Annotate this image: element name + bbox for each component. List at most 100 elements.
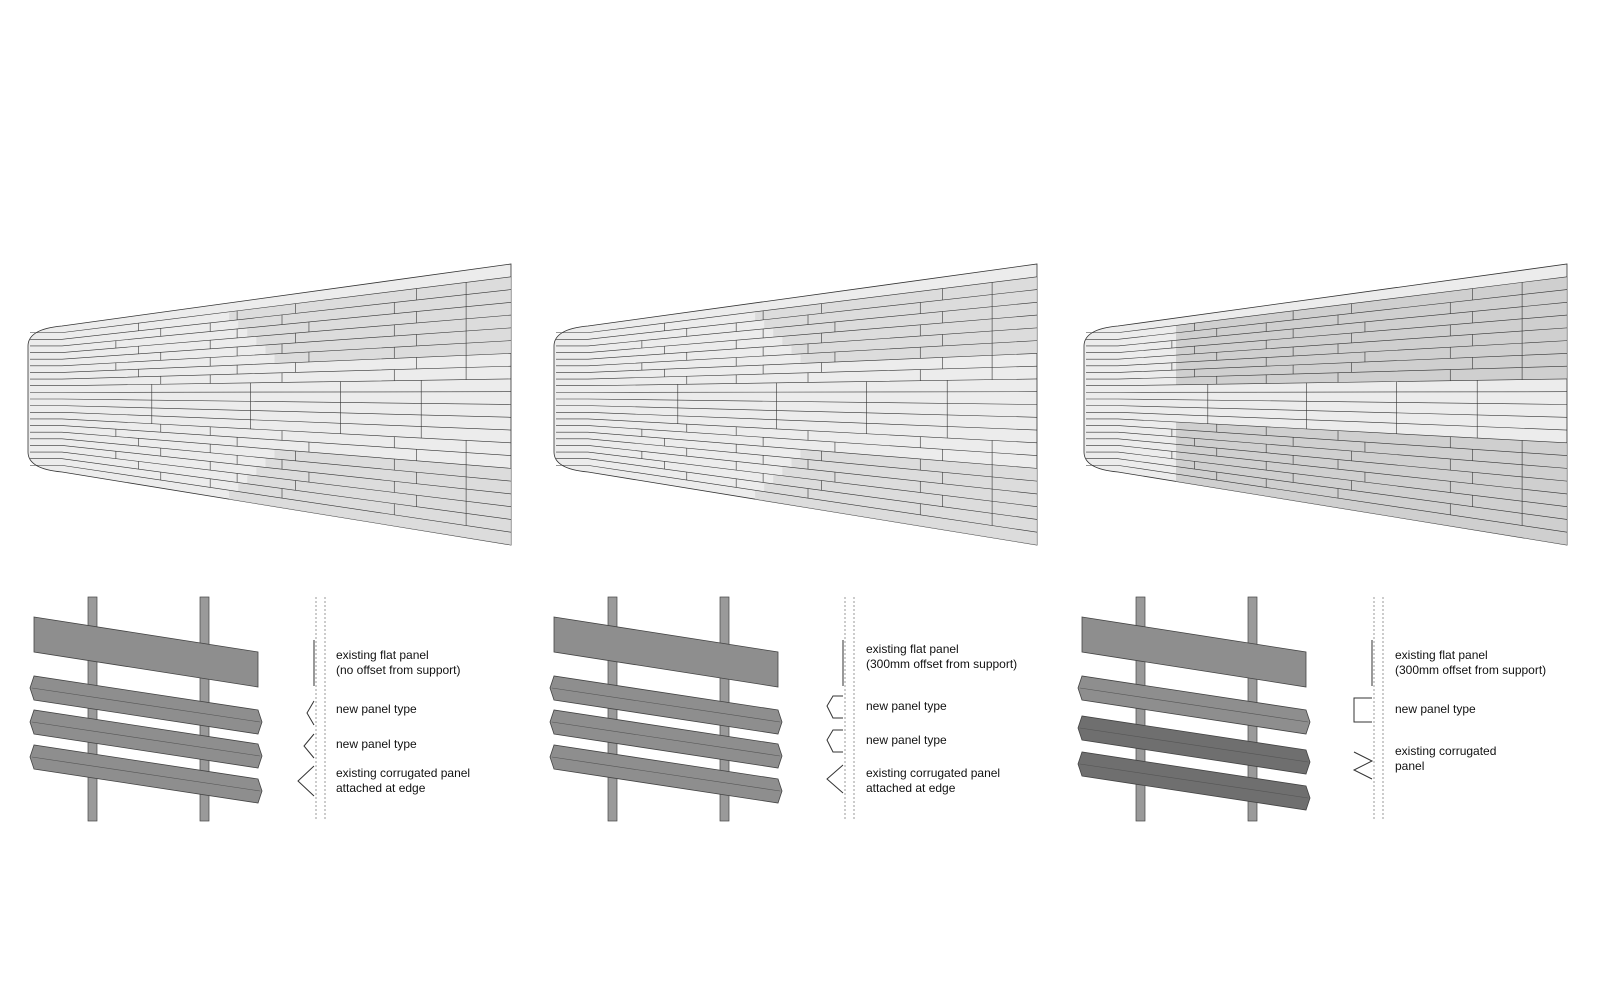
- corrugated-band: [256, 466, 511, 507]
- panel-joint-line: [1086, 398, 1568, 405]
- corrugated-band: [791, 327, 1037, 355]
- corrugated-band: [791, 457, 1037, 494]
- panel-joint-line: [556, 314, 1038, 353]
- corrugated-band: [1176, 429, 1567, 469]
- legend-label: attached at edge: [866, 781, 956, 795]
- panel-joint-line: [556, 391, 1038, 393]
- panel-joint-line: [30, 391, 512, 393]
- legend-label: existing flat panel: [336, 648, 429, 662]
- panel-joint-line: [556, 465, 1038, 533]
- panel-joint-line: [30, 353, 512, 373]
- wide-chevron-icon: [826, 764, 844, 794]
- legend-label: panel: [1395, 759, 1424, 773]
- panel-detail-2: [549, 596, 855, 822]
- panel-joint-line: [1086, 465, 1568, 533]
- corrugated-band: [1176, 451, 1567, 507]
- wide-chevron-icon: [297, 765, 315, 797]
- panel-joint-line: [30, 314, 512, 353]
- panel-joint-line: [30, 302, 512, 347]
- panel-joint-line: [30, 431, 512, 469]
- hexagon-channel-icon: [826, 729, 843, 753]
- panel-joint-line: [1086, 391, 1568, 393]
- panel-fold-line: [31, 721, 261, 757]
- corrugated-band: [800, 340, 1037, 364]
- corrugated-band: [238, 289, 511, 329]
- panel-joint-line: [1086, 458, 1568, 520]
- panel-joint-line: [30, 327, 512, 360]
- corrugated-band: [247, 302, 512, 338]
- corrugated-band: [800, 449, 1037, 482]
- chevron-icon: [303, 733, 315, 759]
- corrugated-band: [755, 490, 1037, 545]
- corrugated-band: [1176, 289, 1567, 341]
- panel-joint-line: [30, 365, 512, 380]
- panel-joint-line: [1086, 314, 1568, 353]
- corrugated-band: [1176, 353, 1567, 378]
- legend-label: (300mm offset from support): [1395, 663, 1546, 677]
- panel-joint-line: [1086, 411, 1568, 431]
- flat-panel: [33, 616, 259, 688]
- corrugated-band: [773, 302, 1037, 338]
- panel-joint-line: [556, 458, 1038, 520]
- corrugated-band: [1176, 459, 1567, 520]
- panel-joint-line: [30, 451, 512, 507]
- legend-label: new panel type: [866, 699, 947, 713]
- panel-joint-line: [556, 411, 1038, 431]
- panel-joint-line: [1086, 451, 1568, 507]
- corrugated-band: [247, 474, 512, 520]
- panel-fold-line: [551, 756, 781, 792]
- panel-fold-line: [1079, 763, 1309, 799]
- corrugated-band: [238, 482, 511, 533]
- panel-joint-line: [1086, 365, 1568, 380]
- panel-fold-line: [551, 721, 781, 757]
- legend-label: attached at edge: [336, 781, 426, 795]
- legend-label: existing corrugated: [1395, 744, 1496, 758]
- panel-joint-line: [556, 340, 1038, 367]
- panel-joint-line: [1086, 431, 1568, 469]
- panel-joint-line: [556, 378, 1038, 387]
- panel-joint-line: [30, 465, 512, 533]
- panel-joint-line: [1086, 418, 1568, 444]
- corrugated-band: [782, 315, 1037, 346]
- corrugated-band: [274, 449, 511, 482]
- panel-joint-line: [30, 276, 512, 333]
- flat-panel: [553, 616, 779, 688]
- corrugated-band: [229, 490, 511, 545]
- corrugated-band: [1176, 340, 1567, 370]
- panel-joint-line: [1086, 276, 1568, 333]
- corrugated-band: [782, 466, 1037, 507]
- legend-label: existing flat panel: [866, 642, 959, 656]
- corrugated-band: [1176, 444, 1567, 494]
- panel-joint-line: [1086, 327, 1568, 360]
- panel-joint-line: [556, 289, 1038, 340]
- corrugated-band: [265, 457, 511, 494]
- corrugated-band: [274, 340, 511, 364]
- corrugated-band: [1176, 421, 1567, 456]
- panel-detail-sections: [29, 596, 1384, 822]
- corrugated-band: [256, 315, 511, 346]
- panel-joint-line: [1086, 340, 1568, 367]
- facade-wall-1: [27, 263, 512, 546]
- panel-joint-line: [556, 327, 1038, 360]
- panel-joint-line: [556, 365, 1038, 380]
- panel-joint-line: [556, 276, 1038, 333]
- panel-joint-line: [1086, 353, 1568, 373]
- panel-joint-line: [556, 302, 1038, 347]
- panel-joint-line: [556, 405, 1038, 418]
- panel-fold-line: [1079, 727, 1309, 763]
- panel-joint-line: [556, 425, 1038, 456]
- panel-joint-line: [30, 445, 512, 495]
- panel-joint-line: [30, 425, 512, 456]
- panel-fold-line: [551, 687, 781, 723]
- flat-panel: [1081, 616, 1307, 688]
- hexagon-channel-icon: [826, 695, 843, 719]
- panel-joint-line: [30, 411, 512, 431]
- panel-joint-line: [1086, 289, 1568, 340]
- legend-panel-3: existing flat panel (300mm offset from s…: [1395, 648, 1546, 773]
- panel-joint-line: [30, 438, 512, 482]
- corrugated-band: [755, 276, 1037, 321]
- panel-joint-line: [30, 418, 512, 444]
- corrugated-band: [265, 327, 511, 355]
- panel-joint-line: [556, 418, 1038, 444]
